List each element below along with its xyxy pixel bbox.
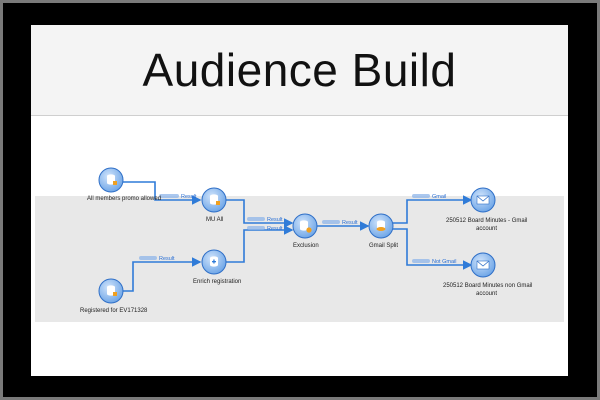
node-label: Gmail Split: [369, 243, 398, 249]
envelope-icon: [476, 260, 490, 270]
node-label-line1: 250512 Board Minutes non Gmail: [443, 283, 532, 289]
edge-split-to-gmail: [393, 195, 473, 224]
blurred-count: [247, 226, 265, 230]
edge-label-e7: Not Gmail: [432, 259, 456, 265]
node-enrich[interactable]: Enrich registration: [193, 249, 241, 285]
edge-enrich-to-exclusion: [225, 225, 294, 263]
node-all-members[interactable]: All members promo allowed: [87, 167, 161, 202]
database-icon: [210, 194, 220, 205]
blurred-count: [247, 217, 265, 221]
blurred-count: [322, 220, 340, 224]
database-icon: [107, 285, 117, 296]
edge-label-e4: Result: [267, 226, 283, 232]
node-gmail-split[interactable]: Gmail Split: [368, 213, 398, 249]
title-bar: [31, 25, 568, 115]
edge-label-e1: Result: [181, 194, 197, 200]
exclusion-icon: [300, 220, 312, 233]
node-label: All members promo allowed: [87, 196, 161, 202]
envelope-icon: [476, 195, 490, 205]
node-label: Registered for EV171328: [80, 308, 148, 314]
blurred-count: [159, 194, 179, 198]
node-label-line2: account: [476, 226, 497, 232]
edge-split-to-non-gmail: [393, 228, 473, 270]
database-icon: [107, 174, 117, 185]
node-delivery-non-gmail[interactable]: 250512 Board Minutes non Gmail account: [443, 252, 532, 297]
edge-all-members-to-mu-all: [123, 181, 202, 205]
node-label: Enrich registration: [193, 279, 241, 285]
node-delivery-gmail[interactable]: 250512 Board Minutes - Gmail account: [446, 187, 527, 232]
node-label-line1: 250512 Board Minutes - Gmail: [446, 218, 527, 224]
node-exclusion[interactable]: Exclusion: [292, 213, 319, 249]
node-registered[interactable]: Registered for EV171328: [80, 278, 148, 314]
workflow-diagram: Result Result Result Result Result Gmail…: [80, 167, 532, 314]
blurred-count: [139, 256, 157, 260]
node-label-line2: account: [476, 291, 497, 297]
blurred-count: [412, 259, 430, 263]
edge-label-e3: Result: [267, 217, 283, 223]
edge-label-e6: Gmail: [432, 194, 446, 200]
edge-label-e2: Result: [159, 256, 175, 262]
edge-registered-to-enrich: [123, 257, 202, 292]
page-title: Audience Build: [142, 44, 457, 96]
split-icon: [376, 220, 386, 231]
edge-label-e5: Result: [342, 220, 358, 226]
node-label: Exclusion: [293, 243, 319, 249]
title-divider: [31, 115, 568, 116]
blurred-count: [412, 194, 430, 198]
node-label: MU All: [206, 217, 223, 223]
slide-card: Audience Build: [31, 25, 568, 376]
node-mu-all[interactable]: MU All: [201, 187, 227, 223]
edge-mu-all-to-exclusion: [225, 199, 294, 228]
enrichment-icon: [210, 256, 218, 267]
